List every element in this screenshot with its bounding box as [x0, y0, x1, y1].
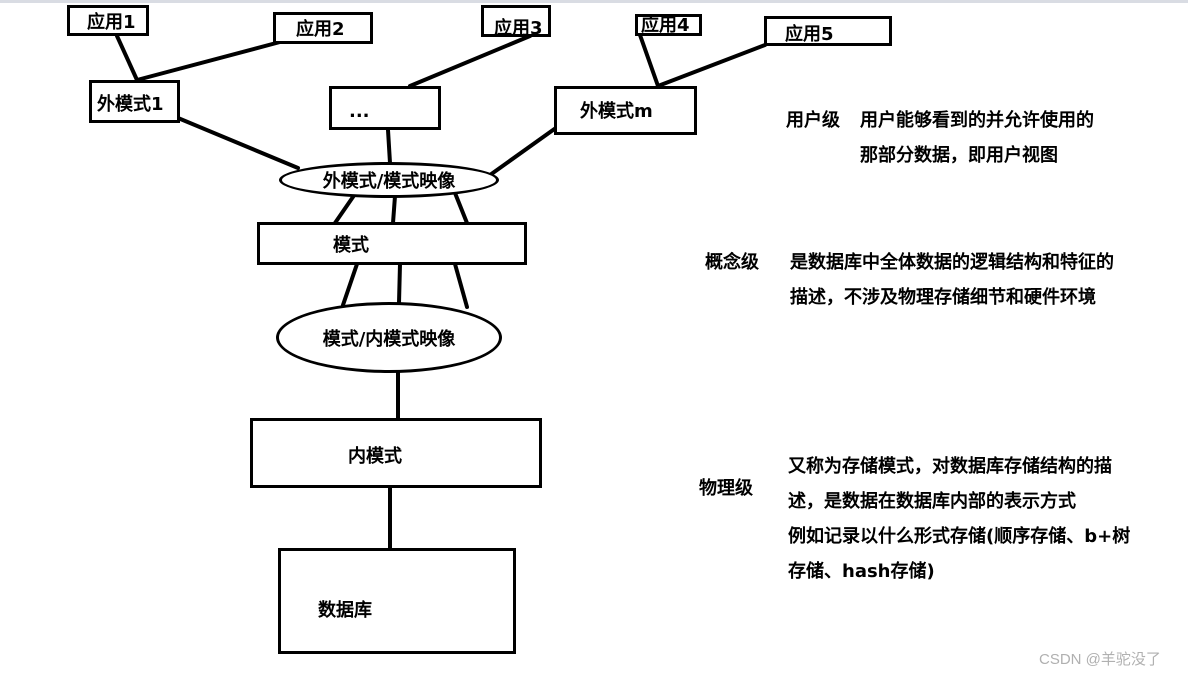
level-concept-desc-line2: 描述，不涉及物理存储细节和硬件环境 — [790, 287, 1096, 308]
app-label-4: 应用4 — [641, 15, 690, 36]
internal-mapping-ellipse: 模式/内模式映像 — [276, 302, 502, 373]
app-label-1: 应用1 — [87, 12, 136, 33]
database-box: 数据库 — [278, 548, 516, 654]
app-box-5: 应用5 — [764, 16, 892, 46]
level-user-desc-line1: 用户能够看到的并允许使用的 — [860, 110, 1094, 131]
window-top-border — [0, 0, 1188, 3]
connector-map-schema-2 — [391, 194, 397, 225]
level-user-desc-line2: 那部分数据，即用户视图 — [860, 145, 1058, 166]
connector-app5-extm — [656, 43, 767, 88]
external-schema-dots-label: ... — [349, 101, 370, 122]
external-schema-dots-box: ... — [329, 86, 441, 130]
connector-schema-map2-1 — [341, 262, 359, 307]
level-concept-title: 概念级 — [705, 252, 759, 273]
connector-extm-map — [488, 123, 562, 177]
app-label-2: 应用2 — [296, 19, 345, 40]
internal-schema-box: 内模式 — [250, 418, 542, 488]
connector-map-schema-1 — [333, 192, 357, 225]
app-label-3: 应用3 — [494, 18, 543, 39]
connector-map-schema-3 — [453, 191, 469, 225]
level-user-title: 用户级 — [786, 110, 840, 131]
external-mapping-ellipse: 外模式/模式映像 — [279, 162, 499, 198]
database-label: 数据库 — [318, 600, 372, 621]
external-schema-1-box: 外模式1 — [89, 80, 180, 123]
connector-ext1-map — [176, 116, 300, 170]
external-schema-1-label: 外模式1 — [97, 94, 164, 115]
connector-app4-extm — [638, 33, 660, 88]
app-box-3: 应用3 — [481, 5, 551, 39]
connector-schema-map2-3 — [453, 262, 469, 309]
internal-mapping-label: 模式/内模式映像 — [322, 328, 456, 350]
external-mapping-label: 外模式/模式映像 — [322, 171, 456, 192]
external-schema-m-label: 外模式m — [580, 101, 653, 122]
level-physical-desc-line2: 述，是数据在数据库内部的表示方式 — [788, 491, 1076, 512]
connector-dots-map — [386, 128, 392, 165]
app-box-1: 应用1 — [67, 5, 149, 36]
connector-schema-map2-2 — [397, 262, 402, 305]
level-physical-title: 物理级 — [699, 478, 753, 499]
level-physical-desc-line1: 又称为存储模式，对数据库存储结构的描 — [788, 456, 1112, 477]
app-box-2: 应用2 — [273, 12, 373, 44]
external-schema-m-box: 外模式m — [554, 86, 697, 135]
level-physical-desc-line3: 例如记录以什么形式存储(顺序存储、b+树 — [788, 526, 1131, 547]
schema-box: 模式 — [257, 222, 527, 265]
csdn-watermark: CSDN @羊驼没了 — [1039, 651, 1161, 668]
connector-app1-ext1 — [115, 34, 139, 82]
app-box-4: 应用4 — [635, 14, 702, 36]
connector-app2-ext1 — [135, 40, 282, 82]
internal-schema-label: 内模式 — [348, 446, 402, 467]
connector-app3-dots — [408, 34, 532, 88]
level-physical-desc-line4: 存储、hash存储) — [788, 561, 935, 582]
schema-label: 模式 — [333, 235, 369, 256]
level-concept-desc-line1: 是数据库中全体数据的逻辑结构和特征的 — [790, 252, 1114, 273]
app-label-5: 应用5 — [785, 24, 834, 45]
